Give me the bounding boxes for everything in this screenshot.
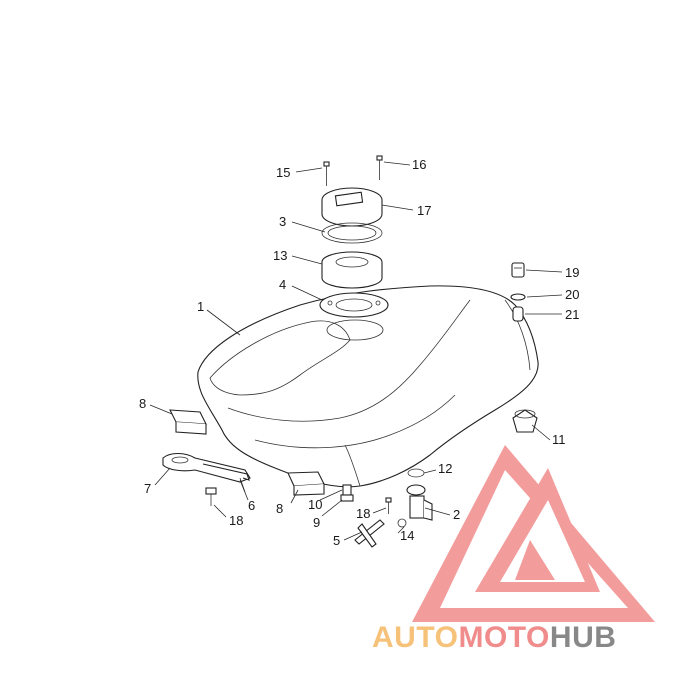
fuel-tank <box>197 285 539 488</box>
callout-5: 5 <box>333 533 340 548</box>
callout-21: 21 <box>565 307 579 322</box>
callout-4: 4 <box>279 277 286 292</box>
callout-13: 13 <box>273 248 287 263</box>
rubber-pad-left <box>169 409 207 435</box>
watermark-logo-mark <box>412 445 655 622</box>
callout-19: 19 <box>565 265 579 280</box>
callout-3: 3 <box>279 214 286 229</box>
callout-10: 10 <box>308 497 322 512</box>
watermark-part-hub: HUB <box>550 621 617 654</box>
screw-front <box>205 487 217 506</box>
watermark-wordmark: AUTOMOTOHUB <box>372 621 616 654</box>
callout-18a: 18 <box>229 513 243 528</box>
hose-fitting <box>340 484 407 548</box>
callout-11: 11 <box>552 432 566 447</box>
callout-8b: 8 <box>276 501 283 516</box>
breather-bolt-stack <box>510 262 526 322</box>
rubber-pad-right <box>287 471 325 496</box>
callout-2: 2 <box>453 507 460 522</box>
callout-17: 17 <box>417 203 431 218</box>
callout-14: 14 <box>400 528 414 543</box>
callout-16: 16 <box>412 157 426 172</box>
callout-9: 9 <box>313 515 320 530</box>
callout-12: 12 <box>438 461 452 476</box>
callout-6: 6 <box>248 498 255 513</box>
callout-8a: 8 <box>139 396 146 411</box>
callout-1: 1 <box>197 299 204 314</box>
watermark-part-moto: MOTO <box>458 621 549 654</box>
callout-labels: 1 2 3 4 5 6 7 8 8 9 10 11 12 13 14 15 16… <box>139 157 579 548</box>
callout-20: 20 <box>565 287 579 302</box>
leader-lines <box>149 161 563 541</box>
screw-tap <box>385 497 392 514</box>
watermark-part-auto: AUTO <box>372 621 458 654</box>
fuel-tap-assembly <box>406 468 433 521</box>
callout-7: 7 <box>144 481 151 496</box>
callout-15: 15 <box>276 165 290 180</box>
tank-front-bracket <box>162 452 251 493</box>
rubber-grommet <box>512 409 538 433</box>
callout-18b: 18 <box>356 506 370 521</box>
filler-cap-assembly <box>319 155 389 341</box>
